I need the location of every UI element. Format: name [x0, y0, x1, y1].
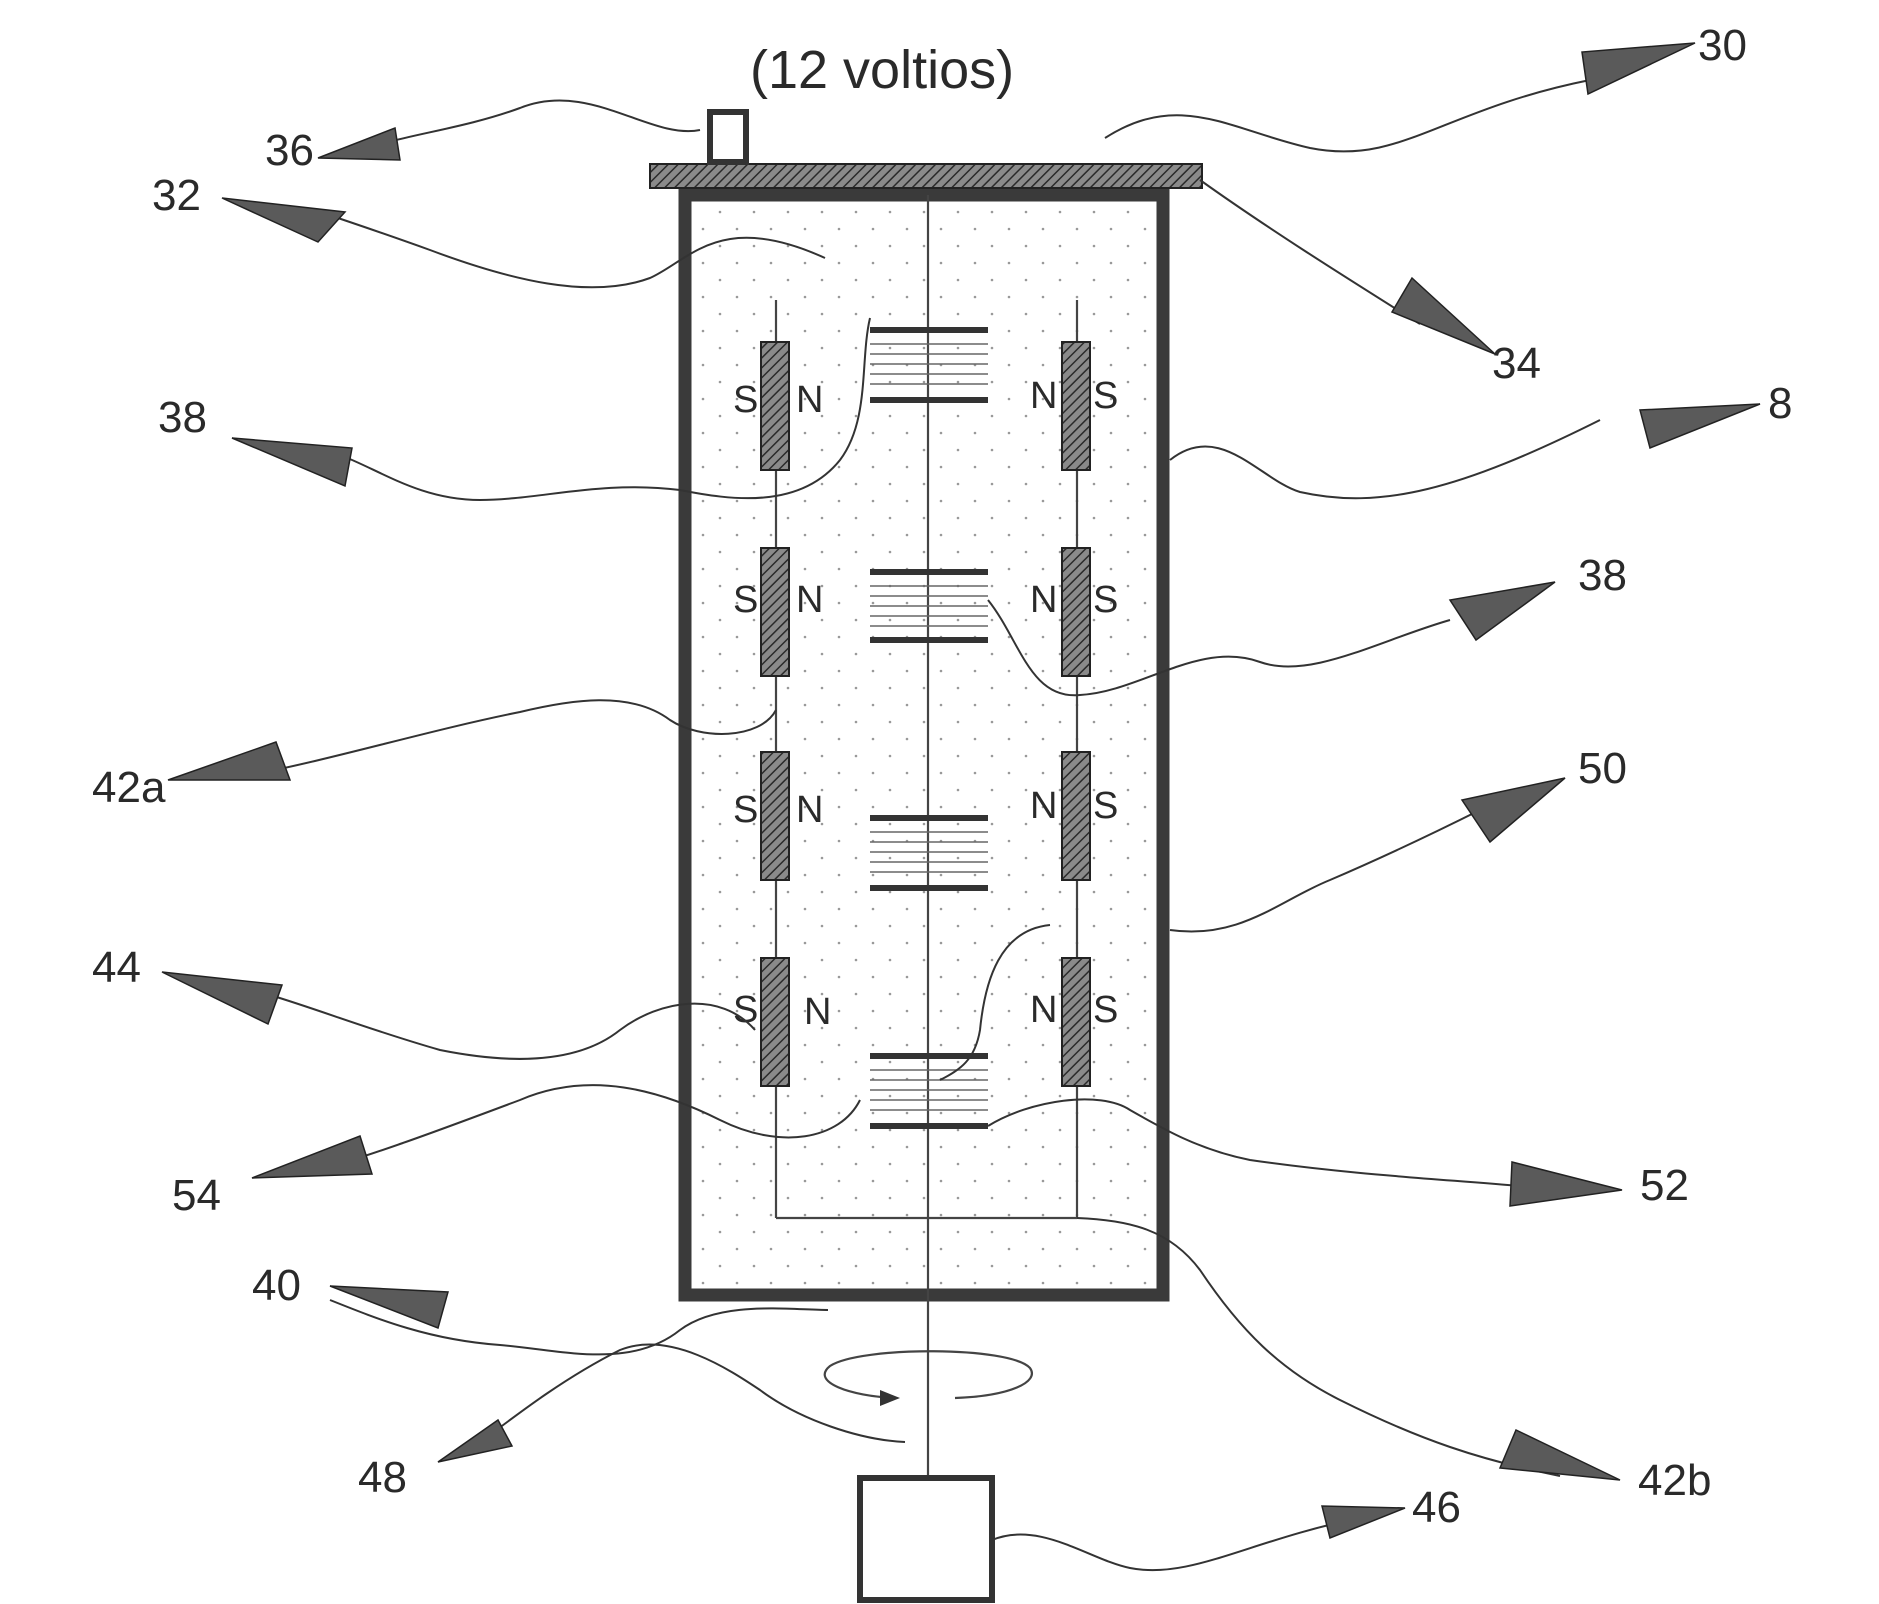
arrowhead — [168, 742, 290, 780]
arrowhead — [232, 438, 352, 486]
magnet — [1062, 342, 1090, 470]
magnet — [1062, 752, 1090, 880]
pole-s: S — [1093, 989, 1118, 1031]
label-50: 50 — [1578, 744, 1627, 793]
magnet — [761, 958, 789, 1086]
label-40: 40 — [252, 1261, 301, 1310]
label-52: 52 — [1640, 1161, 1689, 1210]
arrowhead — [438, 1420, 512, 1462]
pole-n: N — [1030, 375, 1057, 417]
arrowhead — [1500, 1430, 1620, 1480]
container-lid — [650, 164, 1202, 188]
voltage-title: (12 voltios) — [750, 40, 1014, 100]
label-46: 46 — [1412, 1483, 1461, 1532]
pole-s: S — [1093, 579, 1118, 621]
arrowhead — [1392, 278, 1495, 354]
label-42a: 42a — [92, 763, 166, 812]
pole-s: S — [733, 789, 758, 831]
pole-s: S — [733, 989, 758, 1031]
label-30: 30 — [1698, 21, 1747, 70]
label-34: 34 — [1492, 339, 1541, 388]
arrowhead — [1462, 778, 1565, 842]
magnet — [761, 752, 789, 880]
arrowhead — [252, 1136, 372, 1178]
label-38-left: 38 — [158, 393, 207, 442]
pole-s: S — [733, 579, 758, 621]
pole-s: S — [1093, 375, 1118, 417]
arrowhead — [162, 972, 282, 1024]
label-44: 44 — [92, 943, 141, 992]
label-8: 8 — [1768, 379, 1792, 428]
arrowhead — [1450, 582, 1555, 640]
label-32: 32 — [152, 171, 201, 220]
terminal-post — [710, 112, 746, 162]
arrowhead — [1322, 1506, 1405, 1538]
label-38-right: 38 — [1578, 551, 1627, 600]
arrowhead — [222, 198, 345, 242]
magnet — [1062, 548, 1090, 676]
magnet — [761, 342, 789, 470]
pole-n: N — [796, 579, 823, 621]
pole-n: N — [1030, 785, 1057, 827]
pole-n: N — [1030, 579, 1057, 621]
arrowhead — [318, 128, 400, 160]
sealed-container — [650, 112, 1202, 1295]
pole-s: S — [733, 379, 758, 421]
pole-n: N — [796, 789, 823, 831]
label-54: 54 — [172, 1171, 221, 1220]
arrowhead — [1582, 43, 1695, 94]
container-fill — [685, 195, 1163, 1295]
magnet — [761, 548, 789, 676]
pole-s: S — [1093, 785, 1118, 827]
label-36: 36 — [265, 126, 314, 175]
pole-n: N — [796, 379, 823, 421]
arrowhead — [1640, 404, 1760, 448]
magnet — [1062, 958, 1090, 1086]
label-42b: 42b — [1638, 1456, 1711, 1505]
pole-n: N — [1030, 989, 1057, 1031]
label-48: 48 — [358, 1453, 407, 1502]
arrowhead — [1510, 1162, 1622, 1206]
pole-n: N — [804, 991, 831, 1033]
motor-box — [860, 1478, 992, 1600]
